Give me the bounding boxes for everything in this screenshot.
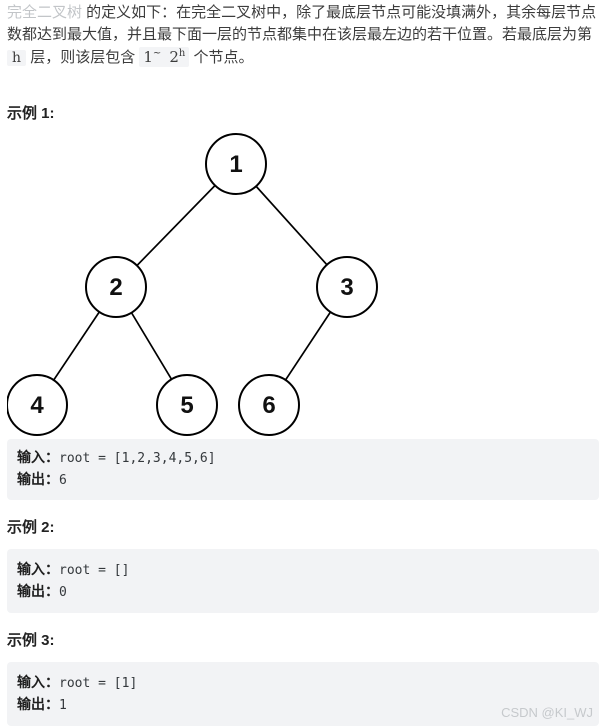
input-value: root = [] [59,563,130,578]
input-line: 输入：root = [1] [17,672,589,694]
example-1-io-block: 输入：root = [1,2,3,4,5,6]输出：6 [7,439,599,500]
csdn-watermark: CSDN @KI_WJ [501,705,593,720]
tree-node-value: 6 [262,392,275,419]
formula-base-2: 2 [169,48,179,66]
output-line: 输出：0 [17,581,589,603]
complete-binary-tree-link[interactable]: 完全二叉树 [7,4,83,21]
tree-node-circle [85,256,147,318]
intro-text-2: 层，则该层包含 [26,49,140,66]
tree-node-circle [238,374,300,436]
intro-text-1: 的定义如下：在完全二叉树中，除了最底层节点可能没填满外，其余每层节点数都达到最大… [7,4,597,43]
example-2-heading: 示例 2: [7,519,55,536]
input-line: 输入：root = [1,2,3,4,5,6] [17,447,589,469]
output-line: 输出：6 [17,469,589,491]
tree-node-circle [7,374,68,436]
formula-sup-h: h [178,48,186,59]
input-line: 输入：root = [] [17,559,589,581]
input-label: 输入： [17,674,59,690]
tree-node-value: 1 [229,151,242,178]
tree-node-circle [316,256,378,318]
tree-container: 1 2 3 4 5 6 [7,129,599,439]
intro-text-3: 个节点。 [189,49,254,66]
input-value: root = [1,2,3,4,5,6] [59,451,216,466]
problem-description: 完全二叉树 的定义如下：在完全二叉树中，除了最底层节点可能没填满外，其余每层节点… [7,2,599,69]
formula-node-range: 1~2h [139,47,190,67]
example-1-heading: 示例 1: [7,105,55,122]
binary-tree-diagram: 1 2 3 4 5 6 [7,133,378,436]
tree-node-value: 3 [340,274,353,301]
tree-node-circle [205,133,267,195]
output-label: 输出： [17,471,59,487]
output-line: 输出：1 [17,694,589,716]
output-value: 6 [59,473,67,488]
output-label: 输出： [17,583,59,599]
tree-node-value: 4 [30,392,44,419]
input-label: 输入： [17,449,59,465]
input-value: root = [1] [59,676,138,691]
output-label: 输出： [17,696,59,712]
tree-node-value: 5 [180,392,193,419]
tree-node-circle [156,374,218,436]
example-3-heading: 示例 3: [7,632,55,649]
inline-code-h: h [7,50,27,66]
formula-sup-tilde: ~ [152,48,162,59]
output-value: 1 [59,698,67,713]
input-label: 输入： [17,561,59,577]
example-2-io-block: 输入：root = []输出：0 [7,549,599,613]
formula-base-1: 1 [143,48,153,66]
output-value: 0 [59,585,67,600]
tree-node-value: 2 [109,274,122,301]
